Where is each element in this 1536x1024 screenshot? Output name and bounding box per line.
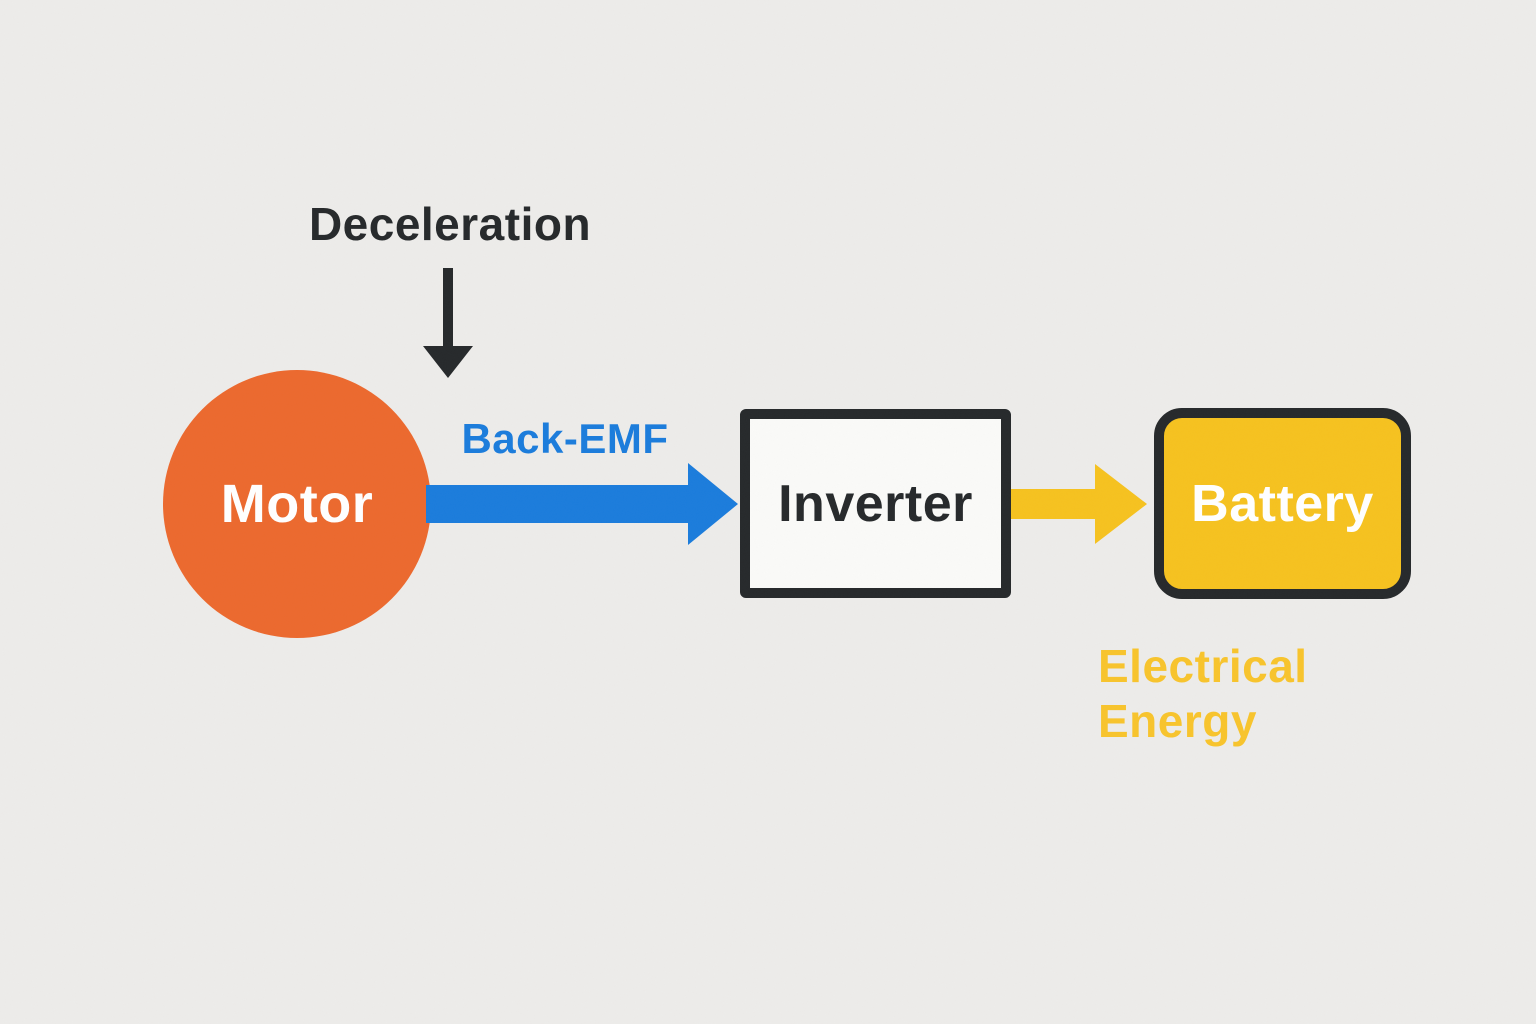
node-battery: Battery — [1154, 408, 1411, 599]
right-arrow-blue-icon — [426, 463, 738, 545]
motor-label: Motor — [220, 474, 374, 534]
right-arrow-yellow-icon — [1011, 464, 1147, 544]
back-emf-label: Back-EMF — [461, 415, 669, 462]
node-motor: Motor — [163, 370, 431, 638]
battery-label: Battery — [1191, 474, 1374, 533]
electrical-energy-line2: Energy — [1098, 695, 1257, 747]
down-arrow-icon — [423, 268, 473, 378]
electrical-energy-line1: Electrical — [1098, 640, 1308, 692]
deceleration-label: Deceleration — [308, 198, 592, 250]
inverter-label: Inverter — [778, 474, 973, 533]
electrical-energy-label: Electrical Energy — [1098, 639, 1308, 749]
node-inverter: Inverter — [740, 409, 1011, 598]
